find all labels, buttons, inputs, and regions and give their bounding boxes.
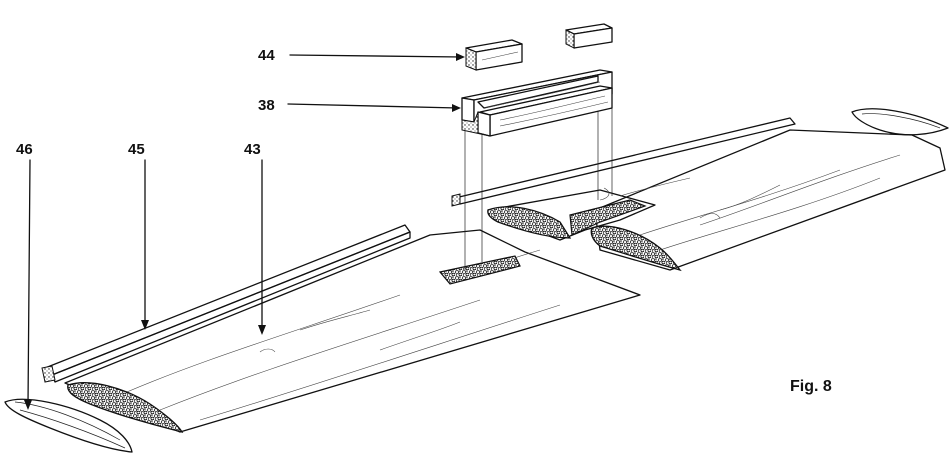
block-part-44-second xyxy=(566,24,612,48)
label-part-46: 46 xyxy=(16,141,33,158)
label-part-43: 43 xyxy=(244,141,261,158)
right-wing-root xyxy=(452,118,795,240)
right-wing-panel xyxy=(591,109,948,270)
label-part-44: 44 xyxy=(258,47,275,64)
leader-lines xyxy=(24,53,465,410)
block-part-44 xyxy=(466,40,522,70)
label-part-38: 38 xyxy=(258,97,275,114)
left-leading-edge-spar xyxy=(42,225,410,382)
label-part-45: 45 xyxy=(128,141,145,158)
u-channel-part-38 xyxy=(462,70,612,136)
left-wing-panel xyxy=(65,230,640,432)
figure-caption: Fig. 8 xyxy=(790,378,832,395)
